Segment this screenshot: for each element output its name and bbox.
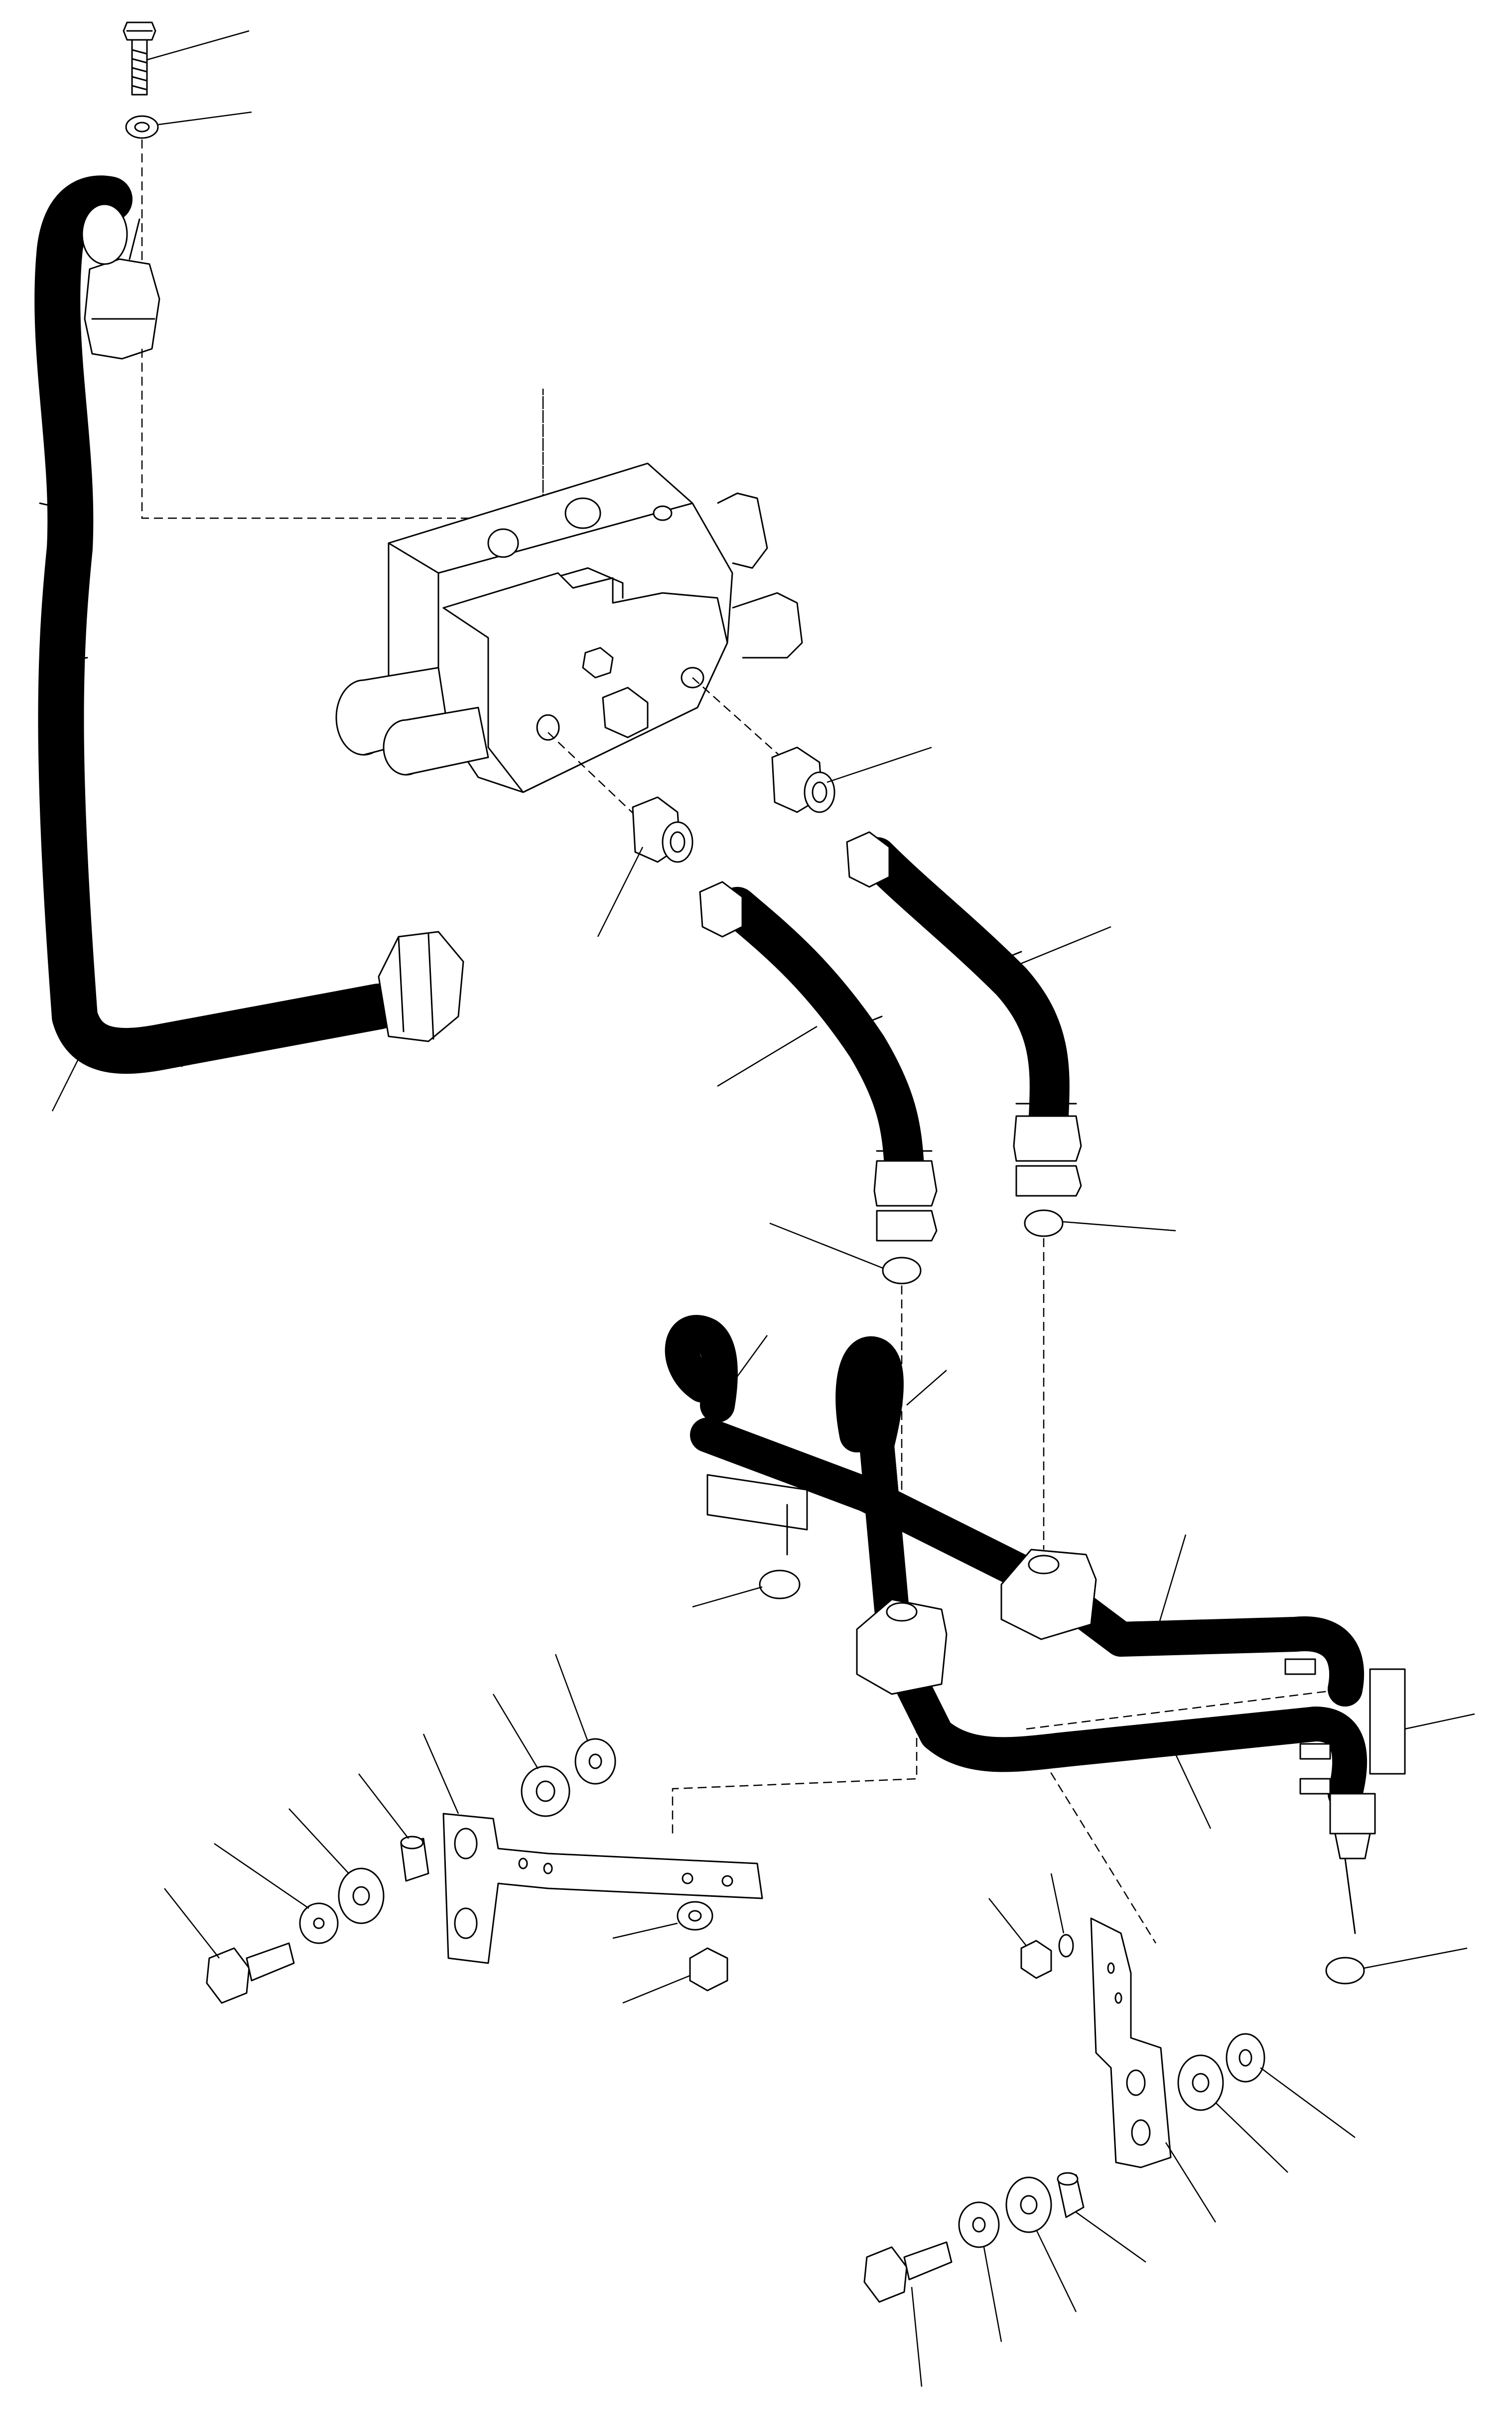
- bent-tube-icon: [34, 175, 464, 1074]
- assembly-line: [1035, 1748, 1157, 1944]
- leader-line: [51, 1036, 91, 1112]
- assembly-line: [1026, 1688, 1346, 1730]
- control-valve-icon: [335, 462, 803, 793]
- assembly-line: [672, 1724, 918, 1834]
- o-ring-icon: [1024, 1209, 1176, 1550]
- bracket-icon: [422, 1733, 763, 1964]
- bolt-washer-nut-icon: [164, 1654, 728, 2004]
- o-ring-icon: [769, 1222, 922, 1619]
- washer-icon: [125, 115, 159, 139]
- tube-assembly-icon: [665, 1315, 1475, 1985]
- hose-icon: [846, 831, 1111, 1197]
- hex-bolt-icon: [123, 21, 156, 96]
- leader-line: [158, 111, 252, 126]
- bolt-washer-nut-icon: [863, 1873, 1356, 2387]
- leader-line: [146, 30, 250, 61]
- hose-icon: [699, 881, 938, 1242]
- bracket-icon: [1090, 1917, 1217, 2223]
- fitting-icon: [692, 677, 932, 813]
- fitting-icon: [548, 732, 693, 937]
